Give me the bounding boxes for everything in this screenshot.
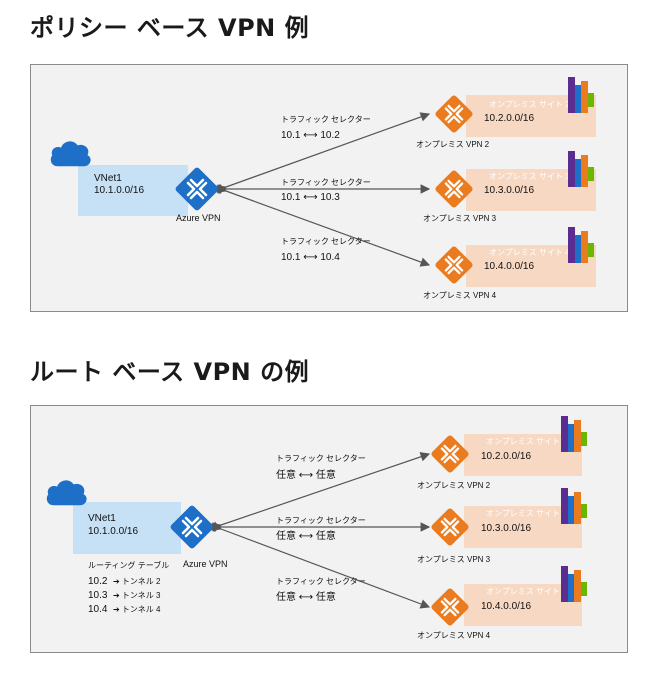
device-label-3: オンプレミス VPN 3 <box>423 214 497 223</box>
selector-label-2: トラフィック セレクター <box>276 516 366 525</box>
selector-value-1: 10.1 ⟷ 10.2 <box>281 130 340 141</box>
device-label-4: オンプレミス VPN 4 <box>423 291 497 300</box>
gateway-label: Azure VPN <box>176 213 221 223</box>
selector-label-2: トラフィック セレクター <box>281 178 371 187</box>
onprem-vpn-3-icon <box>435 170 473 208</box>
svg-text:10.3.0.0/16: 10.3.0.0/16 <box>484 185 534 196</box>
selector-value-2: 任意 ⟷ 任意 <box>276 529 336 542</box>
device-label-3: オンプレミス VPN 3 <box>417 555 491 564</box>
building-icon <box>561 566 587 602</box>
svg-text:オンプレミス サイト 2: オンプレミス サイト 2 <box>489 100 570 109</box>
svg-text:10.3.0.0/16: 10.3.0.0/16 <box>481 523 531 534</box>
vnet-cidr: 10.1.0.0/16 <box>88 526 138 537</box>
onprem-vpn-4-icon <box>431 588 469 626</box>
cloud-icon <box>50 141 91 167</box>
site-2: オンプレミス サイト 2 10.2.0.0/16 <box>464 416 587 476</box>
svg-text:10.2.0.0/16: 10.2.0.0/16 <box>481 451 531 462</box>
route-row-3-tunnel: ➔ トンネル 4 <box>113 605 161 614</box>
gateway-label: Azure VPN <box>183 559 228 569</box>
onprem-vpn-4-icon <box>435 246 473 284</box>
site-3: オンプレミス サイト 3 10.3.0.0/16 <box>464 488 587 548</box>
onprem-vpn-3-icon <box>431 508 469 546</box>
route-row-2: 10.3 <box>88 590 108 601</box>
site-2: オンプレミス サイト 2 10.2.0.0/16 <box>466 77 596 137</box>
selector-label-3: トラフィック セレクター <box>276 577 366 586</box>
svg-text:オンプレミス サイト 3: オンプレミス サイト 3 <box>489 172 570 181</box>
svg-text:オンプレミス サイト 4: オンプレミス サイト 4 <box>489 248 570 257</box>
device-label-4: オンプレミス VPN 4 <box>417 631 491 640</box>
vnet-box <box>73 502 181 554</box>
route-link-3 <box>211 521 431 609</box>
vnet-name: VNet1 <box>94 173 122 184</box>
route-diagram: VNet1 10.1.0.0/16 Azure VPN ルーティング テーブル … <box>46 416 587 640</box>
selector-label-3: トラフィック セレクター <box>281 237 371 246</box>
building-icon <box>568 227 594 263</box>
device-label-2: オンプレミス VPN 2 <box>416 140 490 149</box>
policy-link-1 <box>216 112 431 195</box>
device-label-2: オンプレミス VPN 2 <box>417 481 491 490</box>
azure-vpn-gateway-icon <box>170 505 214 549</box>
policy-diagram: VNet1 10.1.0.0/16 Azure VPN トラフィック セレクター… <box>50 77 596 300</box>
building-icon <box>561 488 587 524</box>
svg-text:10.2.0.0/16: 10.2.0.0/16 <box>484 113 534 124</box>
svg-text:10.4.0.0/16: 10.4.0.0/16 <box>481 601 531 612</box>
svg-text:オンプレミス サイト 3: オンプレミス サイト 3 <box>486 509 567 518</box>
vnet-cidr: 10.1.0.0/16 <box>94 185 144 196</box>
building-icon <box>561 416 587 452</box>
cloud-icon <box>46 480 87 506</box>
onprem-vpn-2-icon <box>431 435 469 473</box>
selector-value-3: 10.1 ⟷ 10.4 <box>281 252 340 263</box>
policy-link-3 <box>216 183 431 267</box>
vnet-name: VNet1 <box>88 513 116 524</box>
route-row-1: 10.2 <box>88 576 108 587</box>
site-4: オンプレミス サイト 4 10.4.0.0/16 <box>464 566 587 626</box>
selector-label-1: トラフィック セレクター <box>276 454 366 463</box>
svg-text:10.4.0.0/16: 10.4.0.0/16 <box>484 261 534 272</box>
svg-text:オンプレミス サイト 4: オンプレミス サイト 4 <box>486 587 567 596</box>
site-4: オンプレミス サイト 4 10.4.0.0/16 <box>466 227 596 287</box>
selector-value-1: 任意 ⟷ 任意 <box>276 468 336 481</box>
svg-text:オンプレミス サイト 2: オンプレミス サイト 2 <box>486 437 567 446</box>
building-icon <box>568 151 594 187</box>
route-title: ルート ベース VPN の例 <box>30 358 310 386</box>
route-row-3: 10.4 <box>88 604 108 615</box>
azure-vpn-gateway-icon <box>175 167 219 211</box>
selector-value-3: 任意 ⟷ 任意 <box>276 590 336 603</box>
building-icon <box>568 77 594 113</box>
site-3: オンプレミス サイト 3 10.3.0.0/16 <box>466 151 596 211</box>
route-link-1 <box>211 452 431 533</box>
policy-title: ポリシー ベース VPN 例 <box>30 14 310 42</box>
onprem-vpn-2-icon <box>435 95 473 133</box>
route-row-1-tunnel: ➔ トンネル 2 <box>113 577 161 586</box>
route-table-title: ルーティング テーブル <box>88 560 169 570</box>
policy-diagram-panel: VNet1 10.1.0.0/16 Azure VPN トラフィック セレクター… <box>30 64 628 312</box>
selector-value-2: 10.1 ⟷ 10.3 <box>281 192 340 203</box>
route-diagram-panel: VNet1 10.1.0.0/16 Azure VPN ルーティング テーブル … <box>30 405 628 653</box>
selector-label-1: トラフィック セレクター <box>281 115 371 124</box>
route-row-2-tunnel: ➔ トンネル 3 <box>113 591 161 600</box>
vnet-box <box>78 165 188 216</box>
